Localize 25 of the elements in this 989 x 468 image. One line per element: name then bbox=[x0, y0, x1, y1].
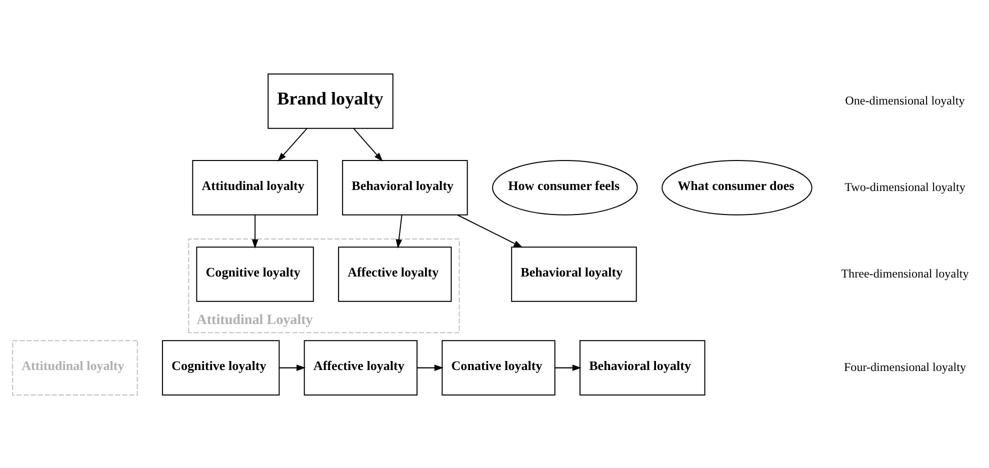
arrow bbox=[277, 128, 308, 162]
node-box: Behavioral loyalty bbox=[342, 160, 468, 215]
arrow bbox=[279, 364, 306, 370]
label: One-dimensional loyalty bbox=[845, 92, 965, 107]
node-box: Conative loyalty bbox=[442, 340, 556, 395]
node-ellipse: How consumer feels bbox=[492, 160, 638, 215]
label: Two-dimensional loyalty bbox=[844, 179, 966, 194]
node-box: Cognitive loyalty bbox=[196, 246, 314, 302]
arrow bbox=[417, 364, 444, 370]
node-box: Behavioral loyalty bbox=[511, 246, 637, 302]
node-box: Attitudinal loyalty bbox=[192, 160, 318, 215]
arrow bbox=[353, 128, 383, 162]
node-ellipse: What consumer does bbox=[662, 160, 812, 215]
arrow bbox=[396, 214, 402, 248]
node-box: Affective loyalty bbox=[338, 246, 452, 302]
node-box: Cognitive loyalty bbox=[162, 340, 280, 395]
label: Four-dimensional loyalty bbox=[844, 359, 966, 374]
arrow bbox=[555, 364, 582, 370]
arrow bbox=[252, 214, 258, 248]
label: Three-dimensional loyalty bbox=[841, 266, 969, 280]
node-box: Affective loyalty bbox=[304, 340, 418, 395]
node-box: Brand loyalty bbox=[268, 73, 394, 128]
node-box: Attitudinal loyalty bbox=[12, 340, 138, 395]
node-box: Behavioral loyalty bbox=[580, 340, 706, 395]
arrow bbox=[457, 214, 523, 248]
